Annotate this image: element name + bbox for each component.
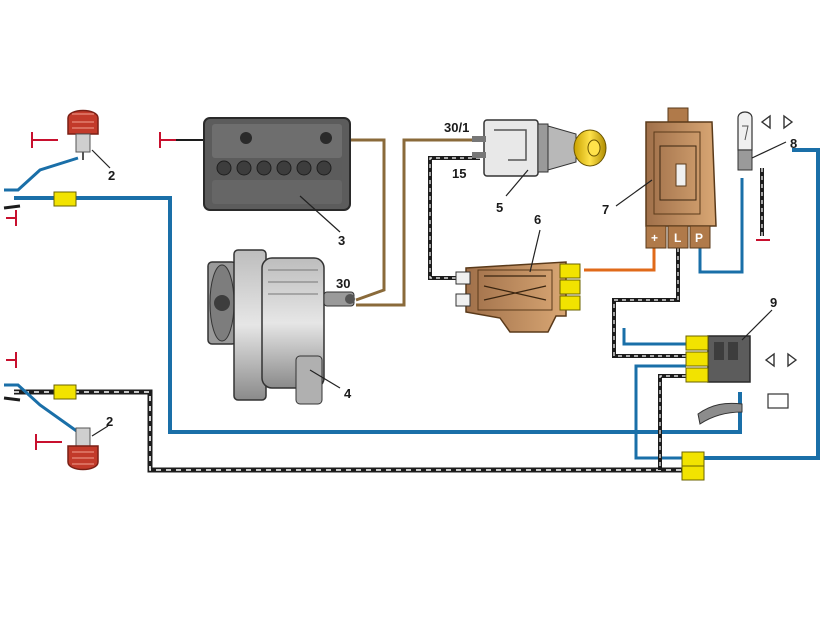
leader-sensor-top: [91, 149, 111, 169]
label-switch-30-1: 30/1: [444, 120, 469, 135]
battery: [203, 117, 351, 211]
relay-pin-plus: +: [651, 231, 658, 245]
wire-orange-reg-relay: [584, 248, 656, 272]
relay-pin-l: L: [674, 231, 681, 245]
label-battery: 3: [338, 233, 345, 248]
wire-relay-l-down-dash: [613, 248, 686, 357]
leader-alternator: [309, 369, 341, 389]
inline-connectors: [53, 191, 705, 481]
wire-brown-battery-alt: [348, 138, 386, 302]
label-switch-15: 15: [452, 166, 466, 181]
leader-relay: [615, 179, 653, 207]
ground-symbols: [6, 132, 770, 450]
leader-sensor-bottom: [91, 425, 109, 437]
arrows-lamp: [760, 114, 794, 130]
arrows-connector: [764, 352, 798, 368]
indicator-lamp: [737, 111, 753, 171]
label-sensor-bottom: 2: [106, 414, 113, 429]
label-regulator: 6: [534, 212, 541, 227]
label-connector: 9: [770, 295, 777, 310]
wire-black-main-bottom-dash: [14, 391, 700, 471]
connector-block: [685, 335, 751, 383]
wire-blue-main-top: [14, 196, 742, 434]
leader-connector: [741, 309, 773, 341]
voltage-regulator: [455, 261, 581, 333]
label-sensor-top: 2: [108, 168, 115, 183]
wire-switch-regulator-dash: [429, 157, 480, 279]
sensor-bottom: [67, 427, 99, 471]
label-alternator: 4: [344, 386, 352, 401]
label-lamp: 8: [790, 136, 797, 151]
leader-switch: [505, 169, 529, 197]
wire-brown-alt-switch: [356, 138, 480, 307]
alternator: [207, 249, 355, 405]
relay-pin-p: P: [695, 231, 703, 245]
wire-relay-lamp: [698, 178, 744, 274]
wire-sensor-top-blue: [4, 156, 79, 192]
sensor-top: [67, 109, 99, 160]
wire-blue-connector-b: [634, 364, 700, 460]
wire-blue-right: [700, 148, 820, 460]
wires: [3, 138, 820, 473]
label-relay: 7: [602, 202, 609, 217]
wire-sensor-bottom-blue: [4, 383, 79, 434]
plug-sketch: [697, 393, 789, 425]
relay: [645, 107, 717, 249]
label-alternator-terminal: 30: [336, 276, 350, 291]
wire-black-connector-c-dash: [659, 375, 686, 470]
leader-regulator: [529, 229, 541, 273]
label-switch: 5: [496, 200, 503, 215]
wire-sensor-bottom-black: [3, 396, 21, 402]
wire-blue-connector-a: [622, 328, 686, 346]
ignition-switch: [472, 119, 607, 177]
leader-battery: [299, 195, 341, 233]
wire-sensor-top-black: [3, 204, 21, 210]
leader-lamp: [751, 141, 787, 159]
